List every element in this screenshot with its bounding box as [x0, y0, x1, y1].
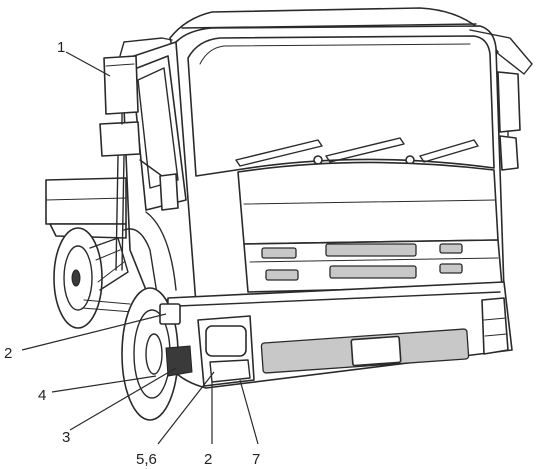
callout-3: 3 [62, 429, 70, 446]
front-panel [237, 161, 499, 245]
callout-4: 4 [38, 387, 46, 404]
callout-7: 7 [252, 451, 260, 468]
left-mirror [99, 37, 179, 271]
windshield [187, 35, 495, 177]
front-grille [243, 239, 503, 293]
wipers [235, 137, 479, 167]
callout-2-bottom: 2 [204, 451, 212, 468]
leader-lines [21, 51, 259, 445]
rear-wheel [53, 227, 133, 329]
cargo-bed [45, 177, 127, 239]
callout-1: 1 [57, 39, 65, 56]
callout-2-left: 2 [4, 345, 12, 362]
callout-labels: 1 2 4 3 5,6 2 7 [4, 39, 260, 468]
front-wheel [121, 287, 193, 421]
callout-5-6: 5,6 [136, 451, 157, 468]
right-mirror [469, 29, 533, 171]
bumper [165, 281, 513, 389]
